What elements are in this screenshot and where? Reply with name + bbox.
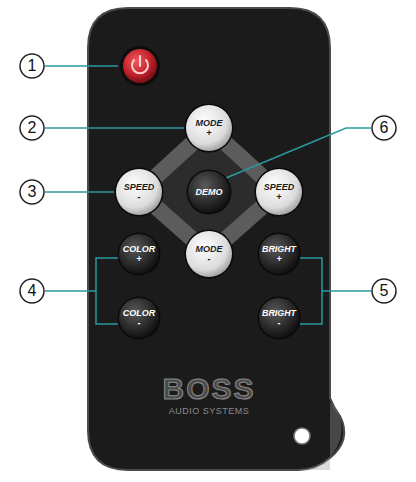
button-face <box>119 298 159 338</box>
button-label: BRIGHT - <box>262 308 296 328</box>
remote-button: SPEED + <box>254 167 304 217</box>
leader-line <box>45 290 96 292</box>
button-label: MODE - <box>196 244 223 264</box>
button-face <box>256 169 302 215</box>
callout-number: 6 <box>372 116 396 140</box>
callout-number: 3 <box>20 180 44 204</box>
leader-line <box>226 128 371 178</box>
leader-line <box>322 290 371 292</box>
button-rim <box>118 297 161 340</box>
remote-housing <box>88 8 344 470</box>
remote-button: SPEED - <box>114 167 164 217</box>
callout-number: 1 <box>20 54 44 78</box>
callout-circle <box>20 54 44 78</box>
key-hole <box>294 428 310 444</box>
remote-button: BRIGHT + <box>257 232 301 276</box>
brand-logo: BOSS <box>88 372 330 406</box>
button-face <box>188 171 230 213</box>
callout-number: 5 <box>372 279 396 303</box>
callout-circle <box>372 279 396 303</box>
button-label: SPEED + <box>264 182 295 202</box>
remote-button: DEMO <box>186 169 232 215</box>
button-rim <box>258 297 301 340</box>
callout-circle <box>20 180 44 204</box>
button-face <box>119 234 159 274</box>
remote-button: COLOR - <box>117 296 161 340</box>
remote-body: BOSSAUDIO SYSTEMS MODE + SPEED - DEMO SPEED … <box>88 8 330 470</box>
callout-number: 2 <box>20 116 44 140</box>
leader-line <box>45 127 184 129</box>
button-rim <box>258 233 301 276</box>
bracket <box>96 258 118 324</box>
remote-button: MODE - <box>184 229 234 279</box>
callout-circle <box>20 279 44 303</box>
remote-button: BRIGHT - <box>257 296 301 340</box>
button-face <box>259 234 299 274</box>
button-rim <box>187 170 232 215</box>
leader-line <box>45 65 118 67</box>
button-face <box>116 169 162 215</box>
power-icon <box>139 56 141 66</box>
button-rim <box>255 168 304 217</box>
button-face <box>186 105 232 151</box>
button-label: COLOR - <box>123 308 156 328</box>
button-rim <box>118 233 161 276</box>
leader-line <box>45 191 114 193</box>
button-label: BRIGHT + <box>262 244 296 264</box>
button-rim <box>115 168 164 217</box>
remote-button: COLOR + <box>117 232 161 276</box>
bracket <box>300 258 322 324</box>
power-button <box>120 46 160 86</box>
button-rim <box>185 230 234 279</box>
callout-circle <box>20 116 44 140</box>
callout-circle <box>372 116 396 140</box>
button-face <box>186 231 232 277</box>
button-label: SPEED - <box>124 182 155 202</box>
button-label: MODE + <box>196 118 223 138</box>
button-face <box>259 298 299 338</box>
button-rim <box>185 104 234 153</box>
callout-number: 4 <box>20 279 44 303</box>
brand-subtitle: AUDIO SYSTEMS <box>88 406 330 416</box>
button-label: COLOR + <box>123 244 156 264</box>
remote-button: MODE + <box>184 103 234 153</box>
button-label: DEMO <box>196 187 223 197</box>
power-button <box>123 49 157 83</box>
